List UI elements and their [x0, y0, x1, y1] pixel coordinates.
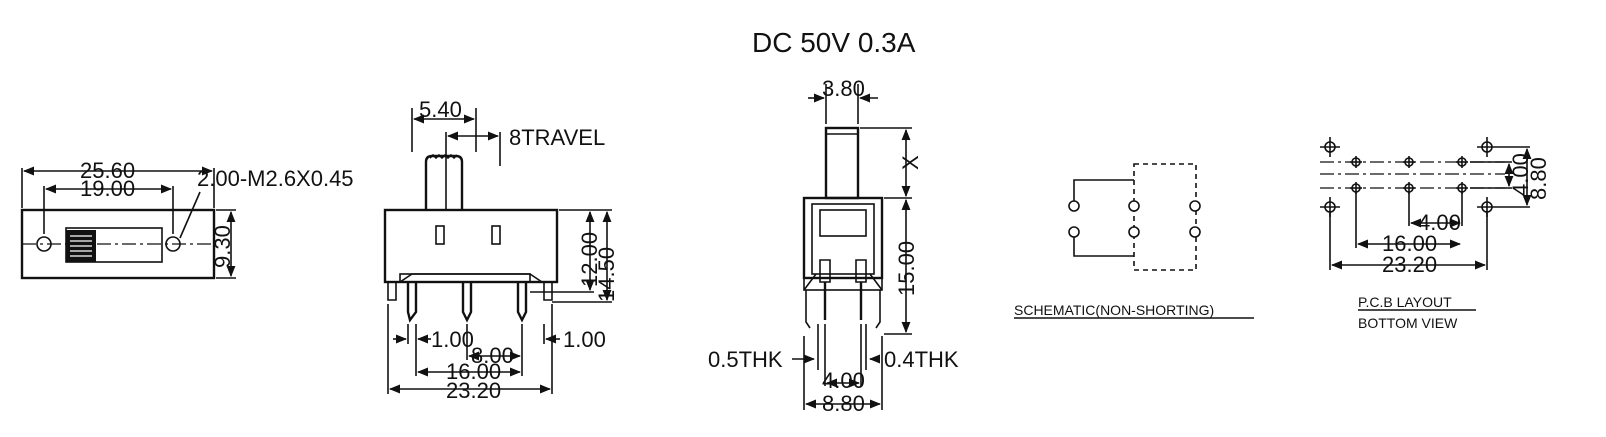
dim-end-height: 15.00 [894, 241, 919, 296]
pcb-sublabel: BOTTOM VIEW [1358, 315, 1458, 331]
schematic-label: SCHEMATIC(NON-SHORTING) [1014, 302, 1214, 318]
dim-body-height: 12.00 [577, 232, 602, 287]
dim-overall-length: 23.20 [446, 378, 501, 403]
pcb-label: P.C.B LAYOUT [1358, 294, 1452, 310]
end-view [792, 84, 912, 410]
switch-contact-dashed [1133, 163, 1197, 271]
dim-knob-width: 5.40 [419, 97, 462, 122]
dim-end-knob-width: 3.80 [822, 76, 865, 101]
dim-screw-spec: 2.00-M2.6X0.45 [197, 166, 354, 191]
schematic [1014, 163, 1254, 319]
dim-pcb-pin-pitch: 4.00 [1418, 210, 1461, 235]
dim-end-width: 8.80 [822, 391, 865, 416]
dim-pin-span: 16.00 [446, 359, 501, 384]
dim-end-pin-pitch: 4.00 [822, 368, 865, 393]
front-view [20, 166, 236, 280]
dim-thk-right: 0.4THK [884, 347, 959, 372]
dim-x-label: X [898, 155, 923, 170]
dim-plate-height: 9.30 [210, 225, 235, 268]
slider-grip [70, 235, 92, 257]
dim-pin-pitch: 8.00 [471, 343, 514, 368]
dim-travel: 8TRAVEL [509, 125, 605, 150]
pcb-layout [1320, 137, 1532, 311]
housing [383, 208, 559, 284]
dim-pcb-row-pitch: 4.00 [1508, 153, 1533, 196]
dim-thk-left: 0.5THK [708, 347, 783, 372]
end-knob [824, 126, 860, 200]
dim-pin-width-left: 1.00 [431, 327, 474, 352]
dim-pcb-pin-span: 16.00 [1382, 231, 1437, 256]
dim-pcb-mount-pitch: 8.80 [1526, 157, 1551, 200]
rating-title: DC 50V 0.3A [752, 27, 916, 58]
dim-overall-width: 25.60 [80, 158, 135, 183]
dim-hole-spacing: 19.00 [80, 176, 135, 201]
dim-pcb-mount-span: 23.20 [1382, 252, 1437, 277]
dim-pin-width-right: 1.00 [563, 327, 606, 352]
dim-total-height: 14.50 [594, 247, 619, 302]
side-view [383, 108, 612, 394]
knob [424, 154, 464, 210]
